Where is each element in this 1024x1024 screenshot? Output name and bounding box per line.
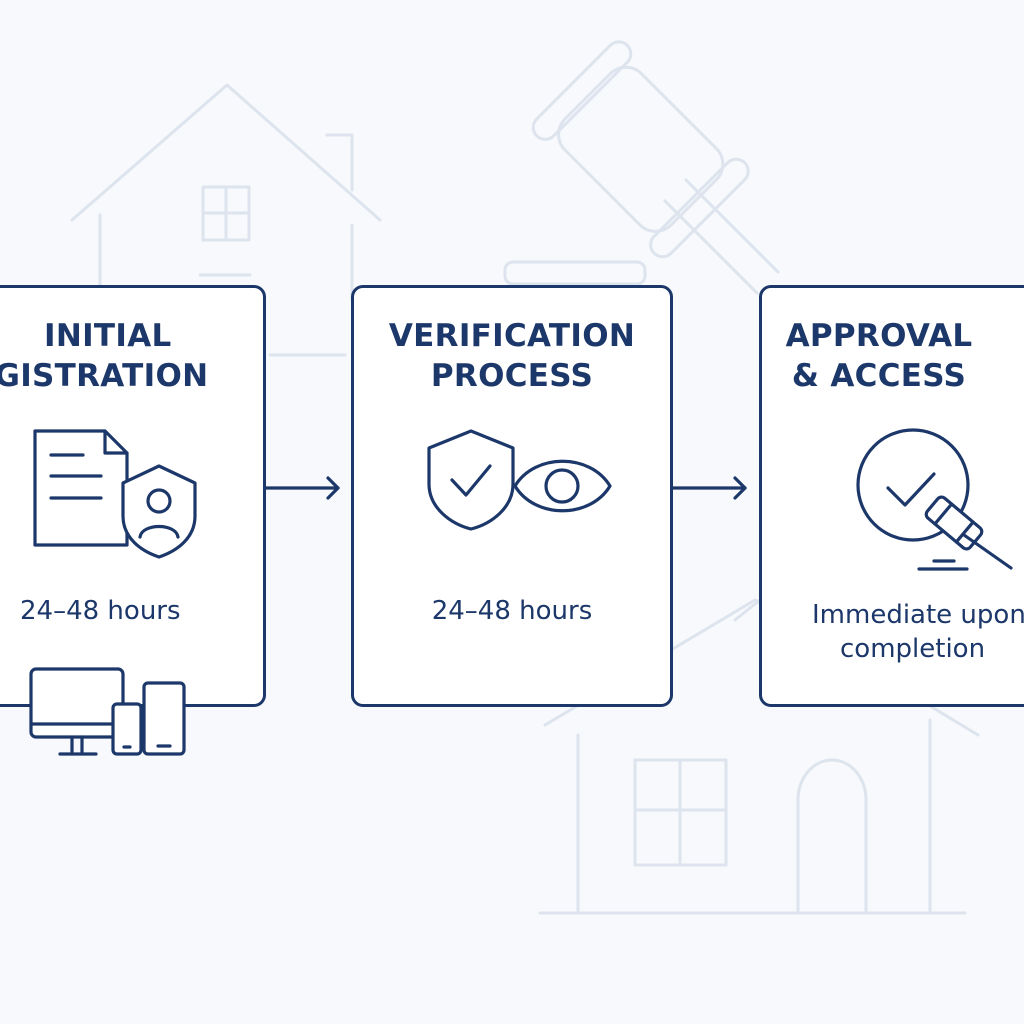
step-duration: Immediate upon completion (762, 598, 1024, 666)
step-duration-line1: Immediate upon (812, 600, 1024, 630)
step-title: APPROVAL & ACCESS (762, 316, 996, 396)
document-with-user-shield-icon (33, 429, 197, 559)
step-card-approval-access: APPROVAL & ACCESS Immediate upon complet… (759, 285, 1024, 707)
devices-icon (29, 667, 186, 756)
arrow-right-icon (671, 476, 747, 500)
step-duration: 24–48 hours (20, 596, 181, 626)
step-title-line1: INITIAL (44, 318, 172, 354)
step-card-initial-registration: INITIAL EGISTRATION 24–48 hours (0, 285, 266, 707)
step-title-line2: EGISTRATION (0, 358, 209, 394)
gavel-outline (503, 40, 780, 295)
house-outline-left (70, 83, 382, 357)
step-title-line1: APPROVAL (785, 318, 973, 354)
check-circle-with-gavel-icon (856, 428, 1013, 571)
arrow-right-icon (264, 476, 340, 500)
step-title-line2: & ACCESS (791, 358, 967, 394)
step-duration-line2: completion (840, 634, 986, 664)
step-title-line2: PROCESS (430, 358, 594, 394)
step-title: VERIFICATION PROCESS (354, 316, 670, 396)
step-title-line1: VERIFICATION (388, 318, 636, 354)
step-duration: 24–48 hours (431, 596, 593, 626)
step-title: INITIAL EGISTRATION (0, 316, 263, 396)
step-card-verification-process: VERIFICATION PROCESS 24–48 hours (351, 285, 673, 707)
shield-check-with-eye-icon (427, 429, 612, 531)
